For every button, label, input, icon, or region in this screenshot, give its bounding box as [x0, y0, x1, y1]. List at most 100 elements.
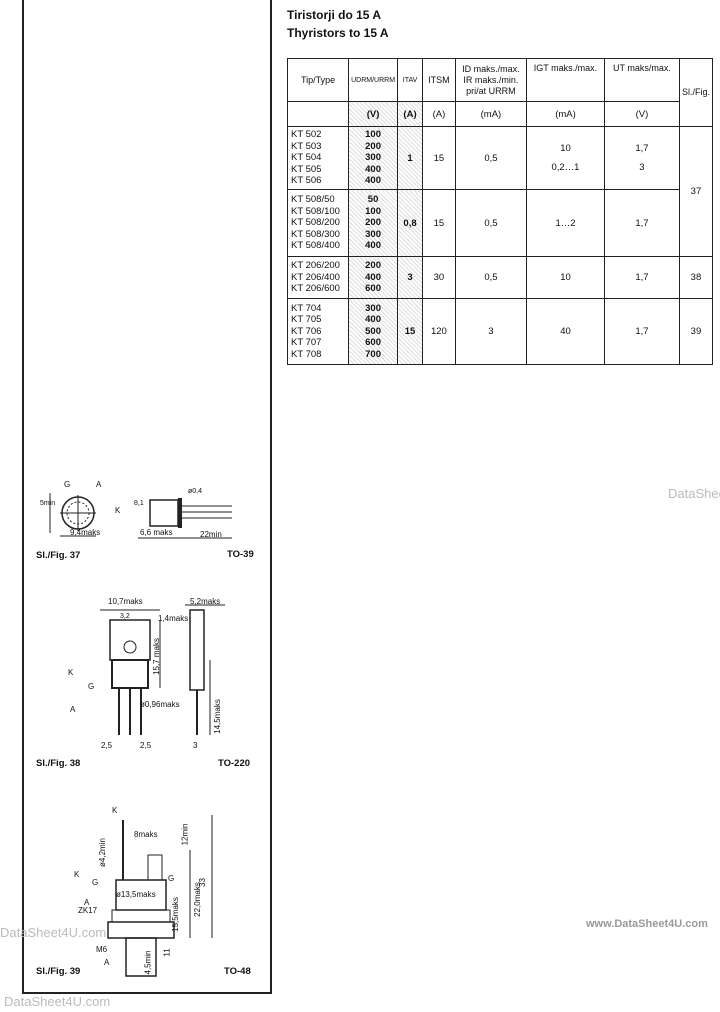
igt-value: 10 — [560, 143, 571, 154]
fig38-dim-hole: 3,2 — [120, 613, 130, 620]
voltage-value: 700 — [365, 348, 381, 360]
voltage-value: 600 — [365, 337, 381, 349]
type-name: KT 508/50 — [291, 194, 335, 206]
voltage-value: 300 — [365, 152, 381, 164]
itsm-value: 15 — [433, 217, 445, 229]
header-itsm: ITSM — [422, 58, 456, 102]
itav-cell: 0,8 — [397, 189, 424, 257]
fig38-caption: Sl./Fig. 38 — [36, 758, 81, 769]
itsm-cell: 15 — [422, 126, 456, 190]
fig38-label-g: G — [88, 682, 95, 691]
itsm-value: 120 — [430, 326, 447, 337]
voltage-value: 500 — [365, 325, 381, 337]
to220-drawing — [100, 604, 225, 735]
fig39-dim-4-5min: 4,5min — [143, 950, 153, 975]
type-name: KT 708 — [291, 348, 322, 360]
fig39-dim-22maks: 22,0maks — [192, 882, 202, 917]
id-value: 0,5 — [484, 272, 498, 283]
itav-cell: 1 — [397, 126, 424, 190]
fig-cell: 37 — [678, 126, 714, 257]
watermark: DataSheet4U.com — [4, 994, 111, 1009]
fig38-label-a: A — [70, 705, 76, 714]
id-cell: 0,5 — [454, 189, 528, 257]
fig39-label-hex: ZK17 — [78, 906, 98, 915]
voltage-value: 400 — [365, 175, 381, 187]
voltage-value: 200 — [365, 260, 381, 272]
ut-value-alt: 3 — [639, 162, 645, 173]
ut-cell: 1,7 — [603, 298, 680, 365]
type-name: KT 705 — [291, 314, 322, 326]
fig39-dim-8maks: 8maks — [134, 830, 158, 839]
fig39-label-thread: M6 — [96, 945, 108, 954]
itav-cell: 15 — [397, 298, 424, 365]
fig38-dim-height: 15,7 maks — [151, 638, 161, 675]
fig-cell: 39 — [678, 298, 714, 365]
header-id: ID maks./max. IR maks./min. pri/at URRM — [454, 58, 528, 102]
type-name: KT 504 — [291, 152, 322, 164]
unit-ut: (V) — [603, 101, 680, 127]
igt-value-alt: 0,2…1 — [551, 162, 580, 173]
itav-value: 0,8 — [403, 217, 417, 229]
fig37-label-g: G — [64, 480, 71, 489]
type-name: KT 508/300 — [291, 228, 340, 240]
unit-igt: (mA) — [526, 101, 605, 127]
igt-cell: 40 — [526, 298, 605, 365]
itsm-cell: 30 — [422, 256, 456, 299]
itsm-value: 15 — [433, 152, 445, 164]
fig37-dim-width: 9,4maks — [70, 528, 101, 537]
header-ut: UT maks/max. — [603, 58, 680, 102]
voltage-value: 400 — [365, 314, 381, 326]
voltage-value: 200 — [365, 140, 381, 152]
unit-itsm: (A) — [422, 101, 456, 127]
type-name: KT 707 — [291, 337, 322, 349]
fig39-label-a: A — [84, 898, 90, 907]
fig-cell: 38 — [678, 256, 714, 299]
igt-cell: 10 0,2…1 — [526, 126, 605, 190]
id-value: 0,5 — [484, 152, 498, 164]
type-name: KT 706 — [291, 325, 322, 337]
thyristor-table: Tip/Type UDRM/URRM ITAV ITSM ID maks./ma… — [286, 58, 714, 365]
fig-ref: 38 — [690, 272, 702, 283]
fig38-package: TO-220 — [218, 758, 251, 769]
voltage-value: 100 — [365, 129, 381, 141]
fig38-dim-pitch2: 2,5 — [140, 741, 152, 750]
voltage-value: 200 — [365, 217, 381, 229]
fig39-label-a-stud: A — [104, 958, 110, 967]
type-name: KT 206/200 — [291, 260, 340, 272]
fig38-dim-width: 10,7maks — [108, 597, 143, 606]
type-name: KT 502 — [291, 129, 322, 141]
fig37-dim-diam: ø0,4 — [188, 488, 203, 495]
voltage-value: 400 — [365, 163, 381, 175]
unit-voltage: (V) — [348, 101, 399, 127]
watermark: www.DataSheet4U.com — [586, 918, 708, 930]
fig-ref: 37 — [690, 186, 702, 197]
ut-value: 1,7 — [635, 217, 649, 229]
id-cell: 0,5 — [454, 126, 528, 190]
voltage-value: 50 — [367, 194, 379, 206]
itav-value: 15 — [404, 326, 416, 337]
voltage-value: 300 — [365, 228, 381, 240]
unit-id: (mA) — [454, 101, 528, 127]
itav-value: 1 — [407, 152, 413, 164]
itav-value: 3 — [407, 272, 413, 283]
fig39-dim-15-5maks: 15,5maks — [170, 897, 180, 932]
itsm-cell: 120 — [422, 298, 456, 365]
fig37-dim-height: 8,1 — [134, 500, 144, 507]
header-igt: IGT maks./max. — [526, 58, 605, 102]
voltage-value: 400 — [365, 240, 381, 252]
to48-drawing — [107, 815, 213, 977]
fig39-dim-12min: 12min — [180, 823, 190, 846]
voltage-value: 400 — [365, 271, 381, 283]
header-type: Tip/Type — [286, 58, 350, 102]
igt-cell: 10 — [526, 256, 605, 299]
fig39-dim-4-2min: ø4,2min — [97, 838, 107, 867]
type-name: KT 505 — [291, 163, 322, 175]
